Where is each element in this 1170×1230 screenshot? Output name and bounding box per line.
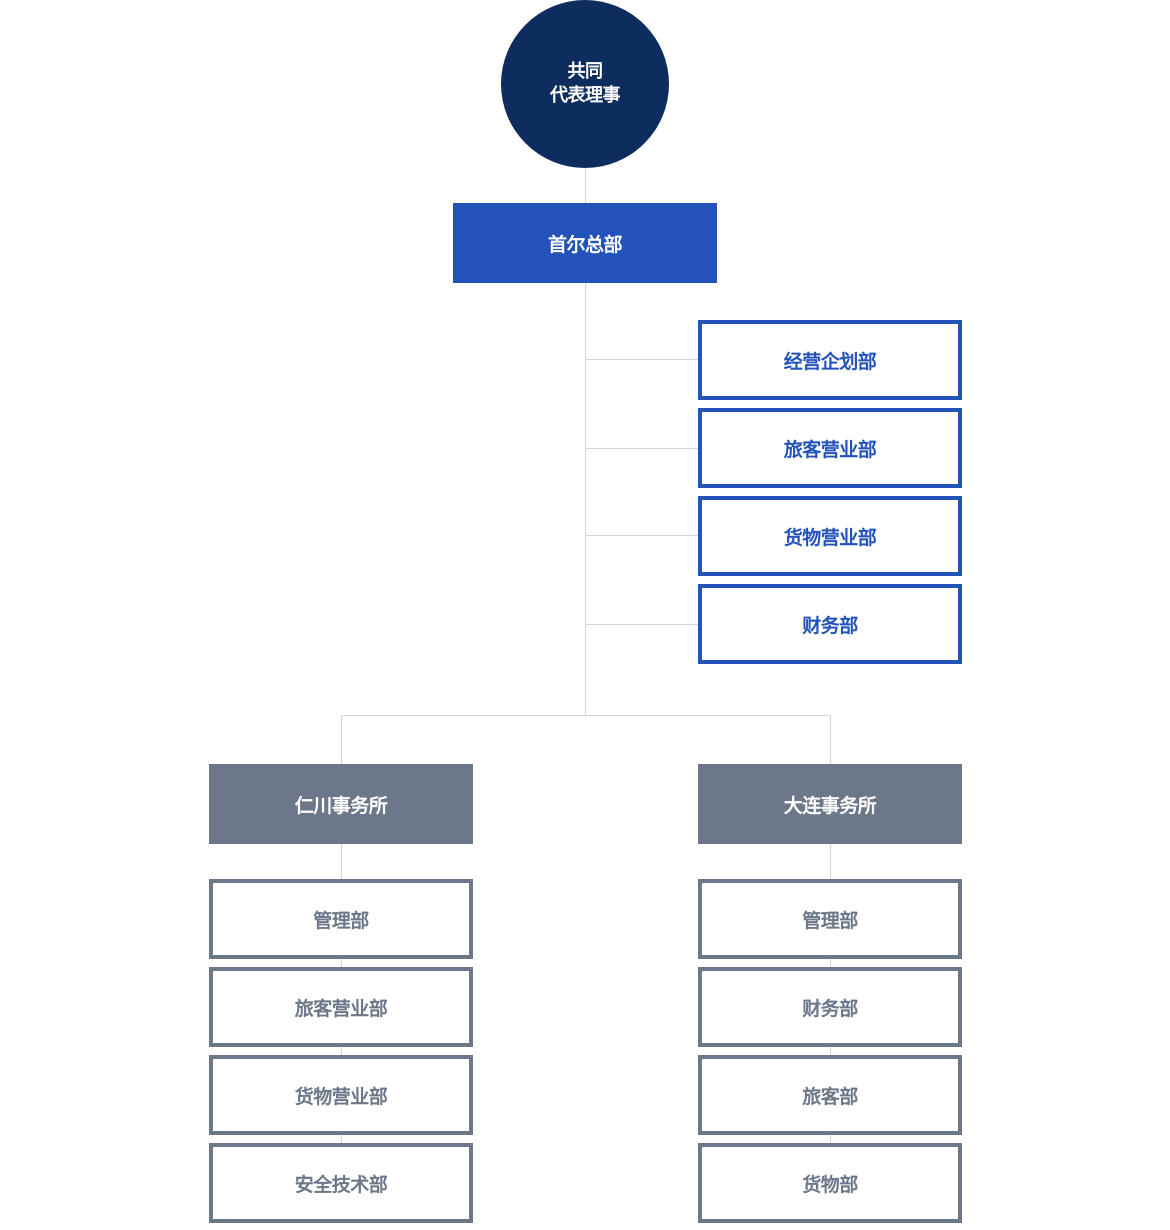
office-label: 大连事务所 xyxy=(783,794,877,817)
office-dept-node: 管理部 xyxy=(209,879,473,959)
connector-branch-dept-4 xyxy=(585,624,698,625)
hq-dept-node: 财务部 xyxy=(698,584,962,664)
connector-ceo-hq xyxy=(585,168,586,203)
connector-office-incheon-drop xyxy=(341,715,342,764)
office-dept-label: 旅客营业部 xyxy=(294,997,388,1020)
connector-branch-dept-1 xyxy=(585,359,698,360)
office-dept-node: 货物营业部 xyxy=(209,1055,473,1135)
office-dept-node: 旅客部 xyxy=(698,1055,962,1135)
office-dept-node: 管理部 xyxy=(698,879,962,959)
connector-office-dalian-drop xyxy=(830,715,831,764)
office-node-dalian: 大连事务所 xyxy=(698,764,962,844)
hq-dept-node: 旅客营业部 xyxy=(698,408,962,488)
office-dept-label: 货物营业部 xyxy=(294,1085,388,1108)
connector-branch-dept-3 xyxy=(585,535,698,536)
office-label: 仁川事务所 xyxy=(294,794,388,817)
ceo-node: 共同 代表理事 xyxy=(501,0,669,168)
connector-hq-trunk xyxy=(585,283,586,716)
office-dept-label: 管理部 xyxy=(802,909,858,932)
hq-node: 首尔总部 xyxy=(453,203,717,283)
hq-dept-label: 经营企划部 xyxy=(783,350,877,373)
office-dept-label: 财务部 xyxy=(802,997,858,1020)
office-dept-label: 管理部 xyxy=(313,909,369,932)
ceo-label-line2: 代表理事 xyxy=(550,85,621,106)
connector-offices-horizontal xyxy=(341,715,831,716)
hq-dept-node: 货物营业部 xyxy=(698,496,962,576)
office-dept-label: 旅客部 xyxy=(802,1085,858,1108)
hq-dept-node: 经营企划部 xyxy=(698,320,962,400)
office-dept-node: 货物部 xyxy=(698,1143,962,1223)
office-dept-node: 安全技术部 xyxy=(209,1143,473,1223)
hq-dept-label: 财务部 xyxy=(802,614,858,637)
office-dept-node: 财务部 xyxy=(698,967,962,1047)
ceo-label-line1: 共同 xyxy=(567,61,604,82)
hq-label: 首尔总部 xyxy=(547,233,623,256)
office-dept-label: 货物部 xyxy=(802,1173,858,1196)
office-node-incheon: 仁川事务所 xyxy=(209,764,473,844)
office-dept-label: 安全技术部 xyxy=(294,1173,388,1196)
office-dept-node: 旅客营业部 xyxy=(209,967,473,1047)
connector-branch-dept-2 xyxy=(585,448,698,449)
hq-dept-label: 货物营业部 xyxy=(783,526,877,549)
hq-dept-label: 旅客营业部 xyxy=(783,438,877,461)
